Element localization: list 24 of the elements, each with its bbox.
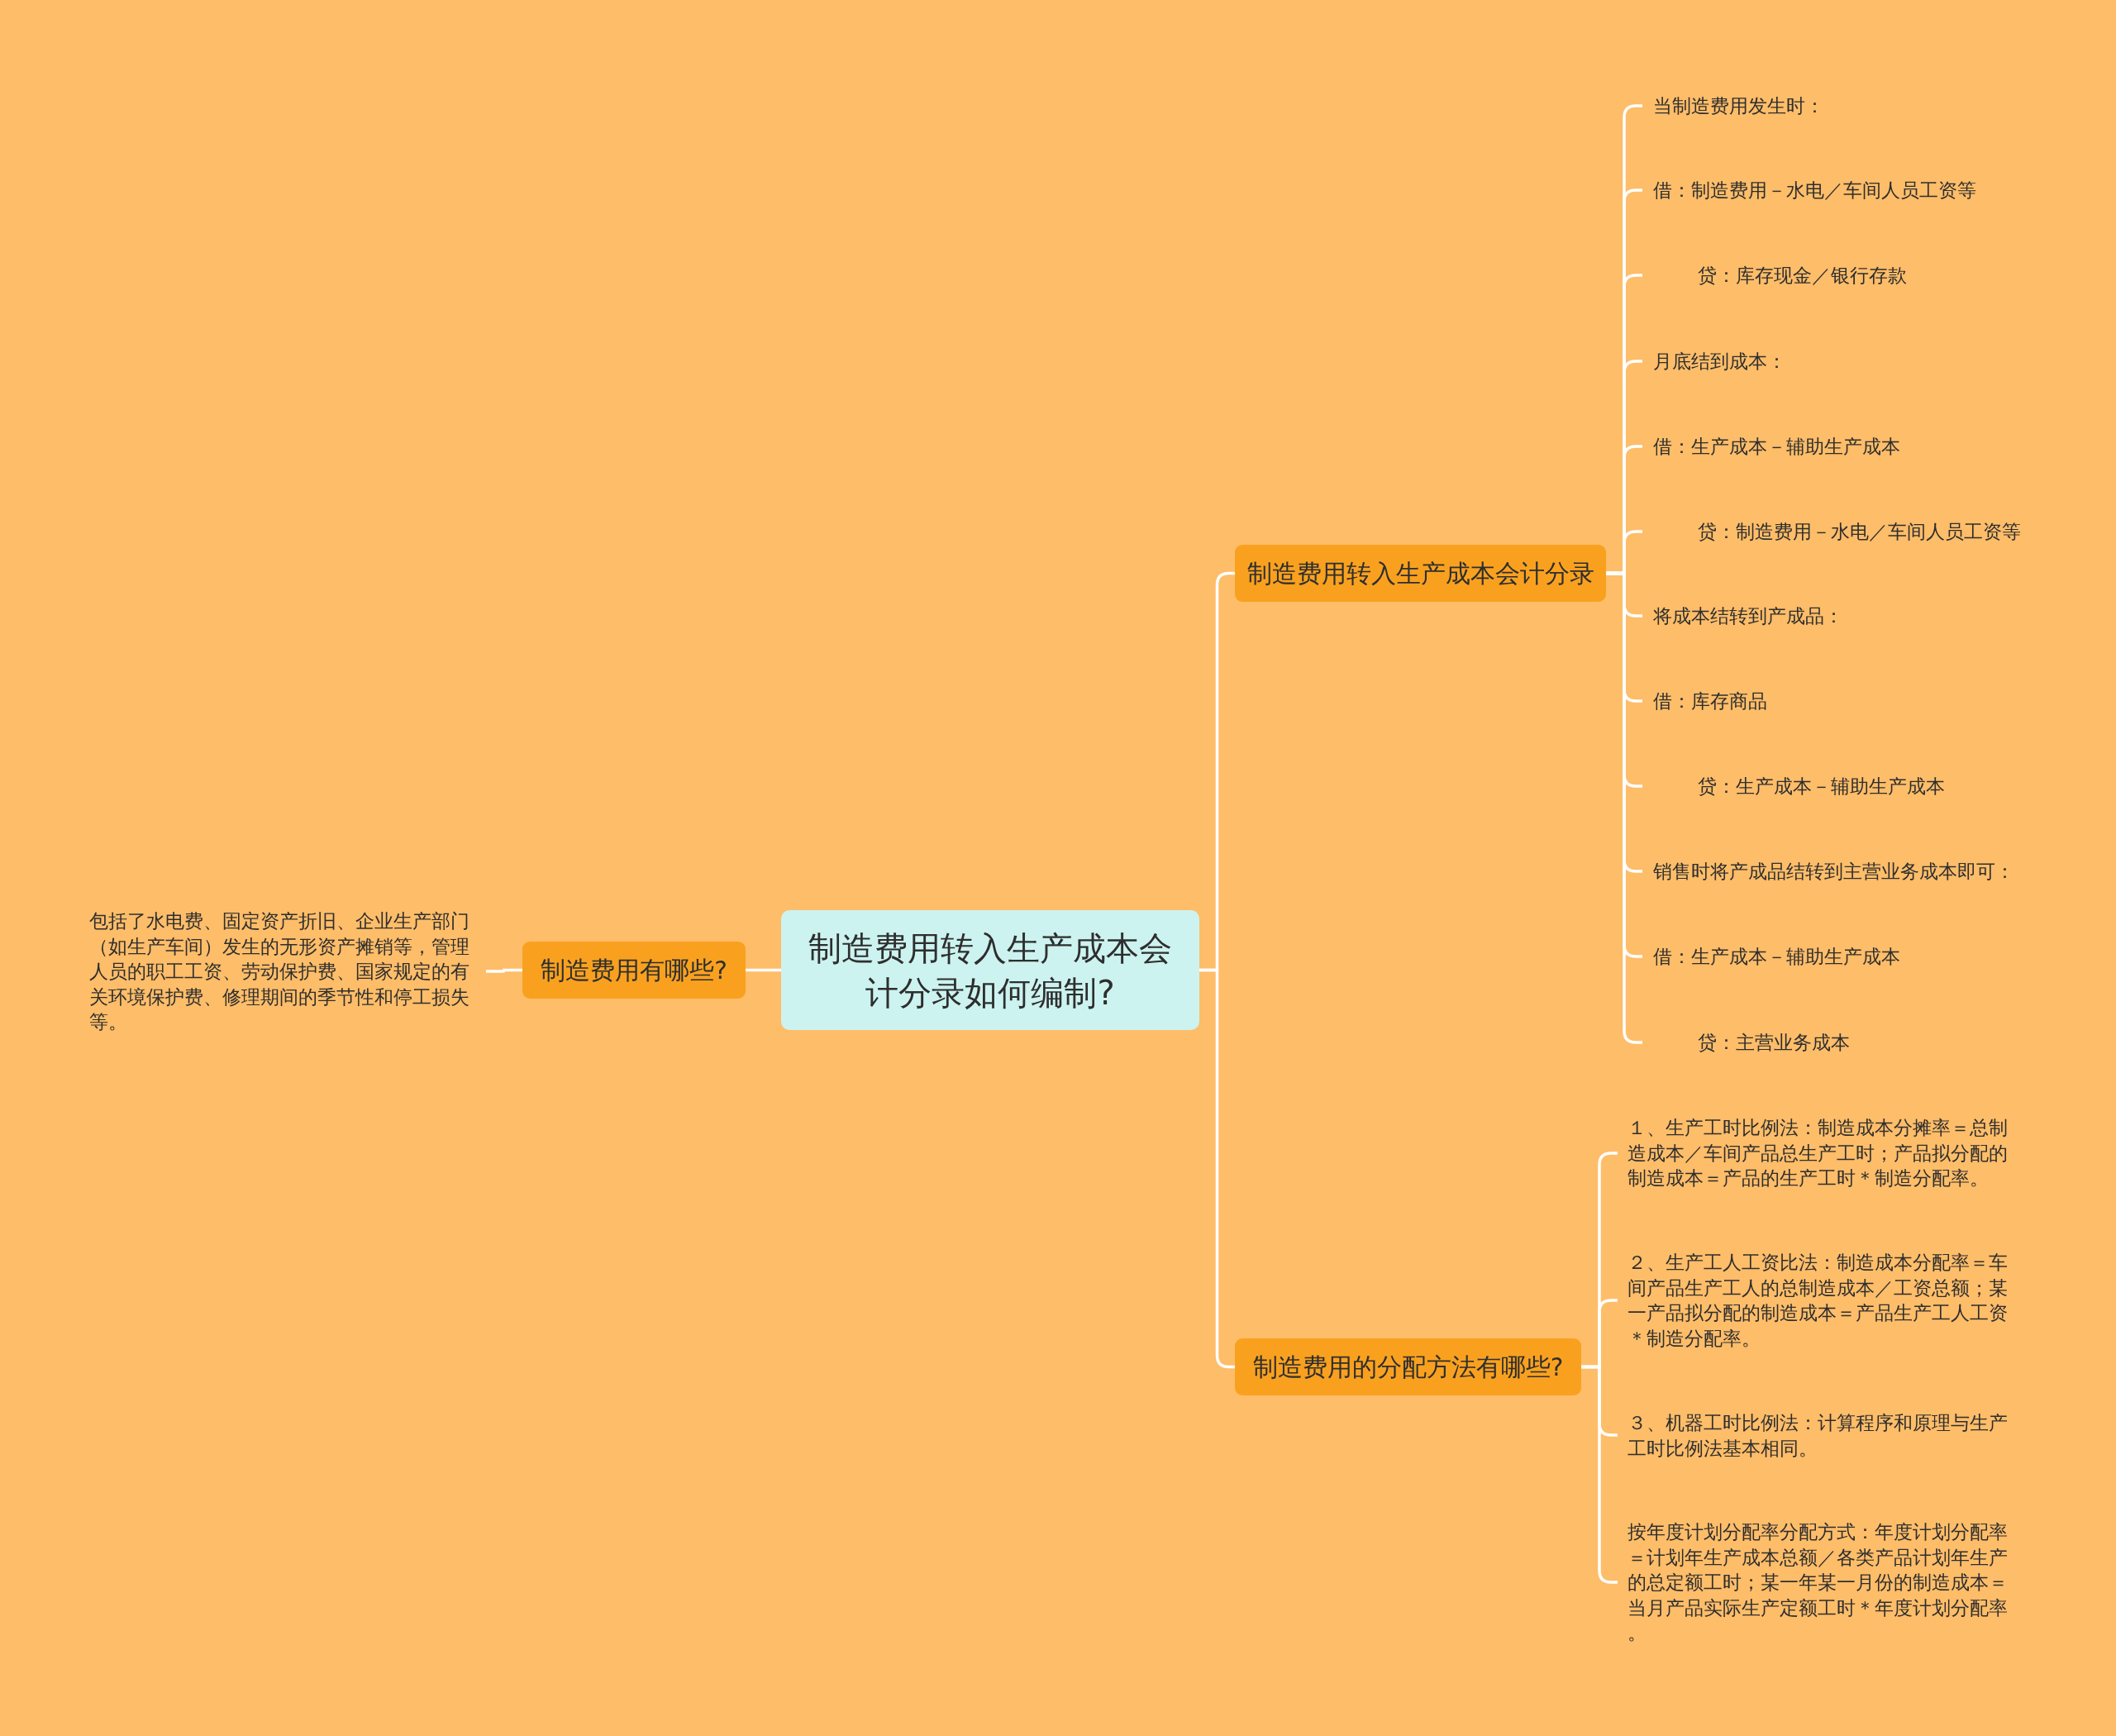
leaf-text: 贷：库存现金／银行存款	[1698, 263, 1907, 288]
leaf-text: 当制造费用发生时：	[1653, 93, 1824, 118]
leaf-text: 借：库存商品	[1653, 689, 1767, 713]
leaf-text: 贷：主营业务成本	[1698, 1030, 1850, 1055]
leaf-text: 贷：生产成本－辅助生产成本	[1698, 774, 1945, 799]
leaf-text: ２、生产工人工资比法：制造成本分配率＝车间产品生产工人的总制造成本／工资总额；某一产品拟分配的制造成本＝产品生产工人工资＊制造分配率。	[1628, 1251, 2009, 1351]
connector-line	[486, 968, 522, 973]
leaf-text: 借：生产成本－辅助生产成本	[1653, 434, 1900, 459]
connector-line	[746, 968, 781, 972]
leaf-text: 借：生产成本－辅助生产成本	[1653, 944, 1900, 969]
leaf-text: 包括了水电费、固定资产折旧、企业生产部门（如生产车间）发生的无形资产摊销等，管理人员的职工工资、劳动保护费、国家规定的有关环境保护费、修理期间的季节性和停工损失等。	[89, 909, 470, 1034]
leaf-text: 贷：制造费用－水电／车间人员工资等	[1698, 519, 2021, 544]
leaf-text: 销售时将产成品结转到主营业务成本即可：	[1653, 859, 2014, 884]
leaf-text: 借：制造费用－水电／车间人员工资等	[1653, 178, 1976, 203]
leaf-text: 月底结到成本：	[1653, 349, 1786, 374]
leaf-text: 按年度计划分配率分配方式：年度计划分配率＝计划年生产成本总额／各类产品计划年生产的总定额工时；某一年某一月份的制造成本＝当月产品实际生产定额工时＊年度计划分配率。	[1628, 1519, 2009, 1645]
branch-box: 制造费用的分配方法有哪些?	[1235, 1338, 1581, 1395]
leaf-text: １、生产工时比例法：制造成本分摊率＝总制造成本／车间产品总生产工时；产品拟分配的制造成本＝产品的生产工时＊制造分配率。	[1628, 1116, 2009, 1191]
branch-box: 制造费用有哪些?	[522, 942, 746, 999]
leaf-text: ３、机器工时比例法：计算程序和原理与生产工时比例法基本相同。	[1628, 1410, 2009, 1460]
leaf-text: 将成本结转到产成品：	[1653, 603, 1843, 628]
branch-box: 制造费用转入生产成本会计分录	[1235, 545, 1606, 602]
connector-line	[1199, 968, 1235, 1369]
topic-box: 制造费用转入生产成本会计分录如何编制?	[781, 910, 1199, 1030]
